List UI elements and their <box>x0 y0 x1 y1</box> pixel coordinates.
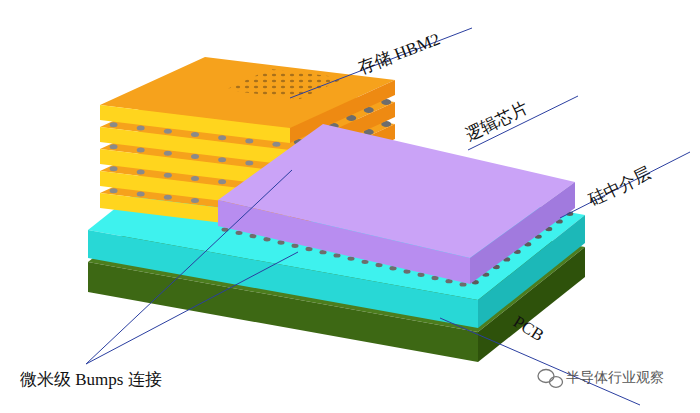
micro-bump <box>164 173 172 178</box>
micro-bump <box>137 125 145 130</box>
micro-bump <box>191 176 199 181</box>
micro-bump <box>191 154 199 159</box>
micro-bump <box>191 132 199 137</box>
micro-bump <box>218 157 226 162</box>
wechat-icon <box>538 370 563 388</box>
logic-chip <box>218 124 575 284</box>
micro-bump <box>110 144 118 149</box>
part-label: 存储 HBM2 <box>356 29 443 79</box>
leader-lines <box>86 28 690 405</box>
part-label: 逻辑芯片 <box>462 98 532 146</box>
micro-bump <box>164 129 172 134</box>
micro-bump <box>218 135 226 140</box>
micro-bump <box>137 169 145 174</box>
micro-bump <box>245 161 253 166</box>
micro-bump <box>218 179 226 184</box>
micro-bump <box>110 166 118 171</box>
micro-bump <box>137 147 145 152</box>
micro-bump <box>245 139 253 144</box>
part-label: 微米级 Bumps 连接 <box>20 370 162 390</box>
micro-bump <box>191 198 199 203</box>
micro-bump <box>272 142 280 147</box>
micro-bump <box>137 191 145 196</box>
micro-bump <box>110 122 118 127</box>
micro-bump <box>110 188 118 193</box>
micro-bump <box>164 195 172 200</box>
watermark: 半导体行业观察 <box>566 369 664 386</box>
hbm-die-front <box>100 105 290 143</box>
micro-bump <box>164 151 172 156</box>
part-label: 硅中介层 <box>585 163 655 211</box>
